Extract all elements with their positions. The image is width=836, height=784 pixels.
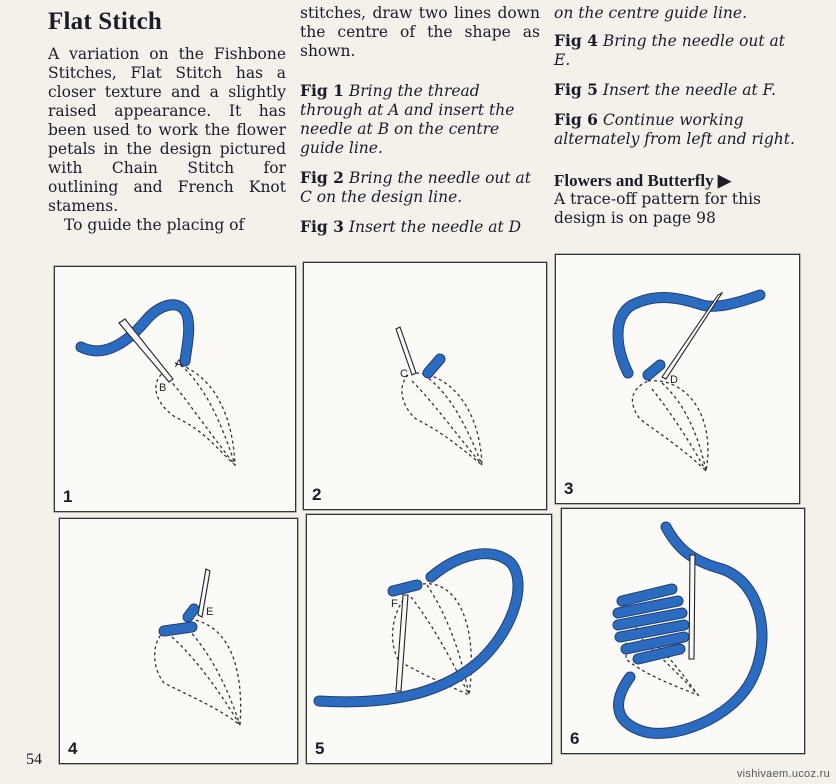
step-fig-4: Fig 4 Bring the needle out at E. [554, 31, 786, 69]
page-title: Flat Stitch [48, 8, 162, 35]
point-label-b: B [159, 382, 166, 394]
column-1: Flat Stitch A variation on the Fishbone … [48, 4, 286, 235]
figure-1-panel: A B 1 [54, 266, 296, 512]
point-label-a: A [175, 358, 183, 370]
step-fig-2: Fig 2 Bring the needle out at C on the d… [300, 168, 532, 206]
figure-5-illustration: F [313, 548, 524, 708]
figure-number-1: 1 [63, 487, 73, 506]
point-label-c: C [400, 368, 408, 380]
figure-2-panel: C 2 [303, 262, 547, 510]
step-fig-3-continued: on the centre guide line. [554, 4, 748, 22]
figure-4-panel: E 4 [59, 518, 298, 764]
figure-3-panel: D 3 [555, 254, 800, 504]
step-fig-5: Fig 5 Insert the needle at F. [554, 80, 776, 99]
figure-6-illustration [612, 521, 768, 739]
page-number: 54 [26, 751, 42, 768]
guide-paragraph-start: To guide the placing of [64, 216, 245, 234]
figure-number-5: 5 [315, 739, 325, 758]
watermark: vishivaem.ucoz.ru [736, 768, 830, 780]
flat-stitch-fill [612, 583, 690, 665]
point-label-d: D [670, 374, 678, 386]
section-text: A trace-off pattern for this design is o… [554, 190, 762, 227]
figure-number-3: 3 [564, 479, 574, 498]
step-fig-1: Fig 1 Bring the thread through at A and … [300, 81, 515, 157]
figure-2-illustration: C [395, 326, 483, 467]
figure-1-illustration: A B [75, 299, 236, 467]
figure-3-illustration: D [612, 289, 766, 473]
figure-number-4: 4 [68, 739, 78, 758]
point-label-f: F [391, 598, 398, 610]
figure-4-illustration: E [153, 568, 242, 727]
step-fig-6: Fig 6 Continue working alternately from … [554, 110, 795, 148]
figure-6-panel: 6 [561, 508, 805, 754]
guide-paragraph-end: stitches, draw two lines down the centre… [300, 4, 540, 60]
figure-number-2: 2 [312, 485, 322, 504]
intro-paragraph: A variation on the Fishbone Stitches, Fl… [48, 45, 286, 215]
section-title: Flowers and Butterfly ▶ [554, 171, 731, 190]
point-label-e: E [206, 606, 213, 618]
column-3: on the centre guide line. Fig 4 Bring th… [554, 4, 798, 228]
figure-5-panel: F 5 [306, 514, 552, 764]
figure-number-6: 6 [570, 729, 580, 748]
step-fig-3: Fig 3 Insert the needle at D [300, 217, 522, 236]
column-2: stitches, draw two lines down the centre… [300, 4, 540, 247]
